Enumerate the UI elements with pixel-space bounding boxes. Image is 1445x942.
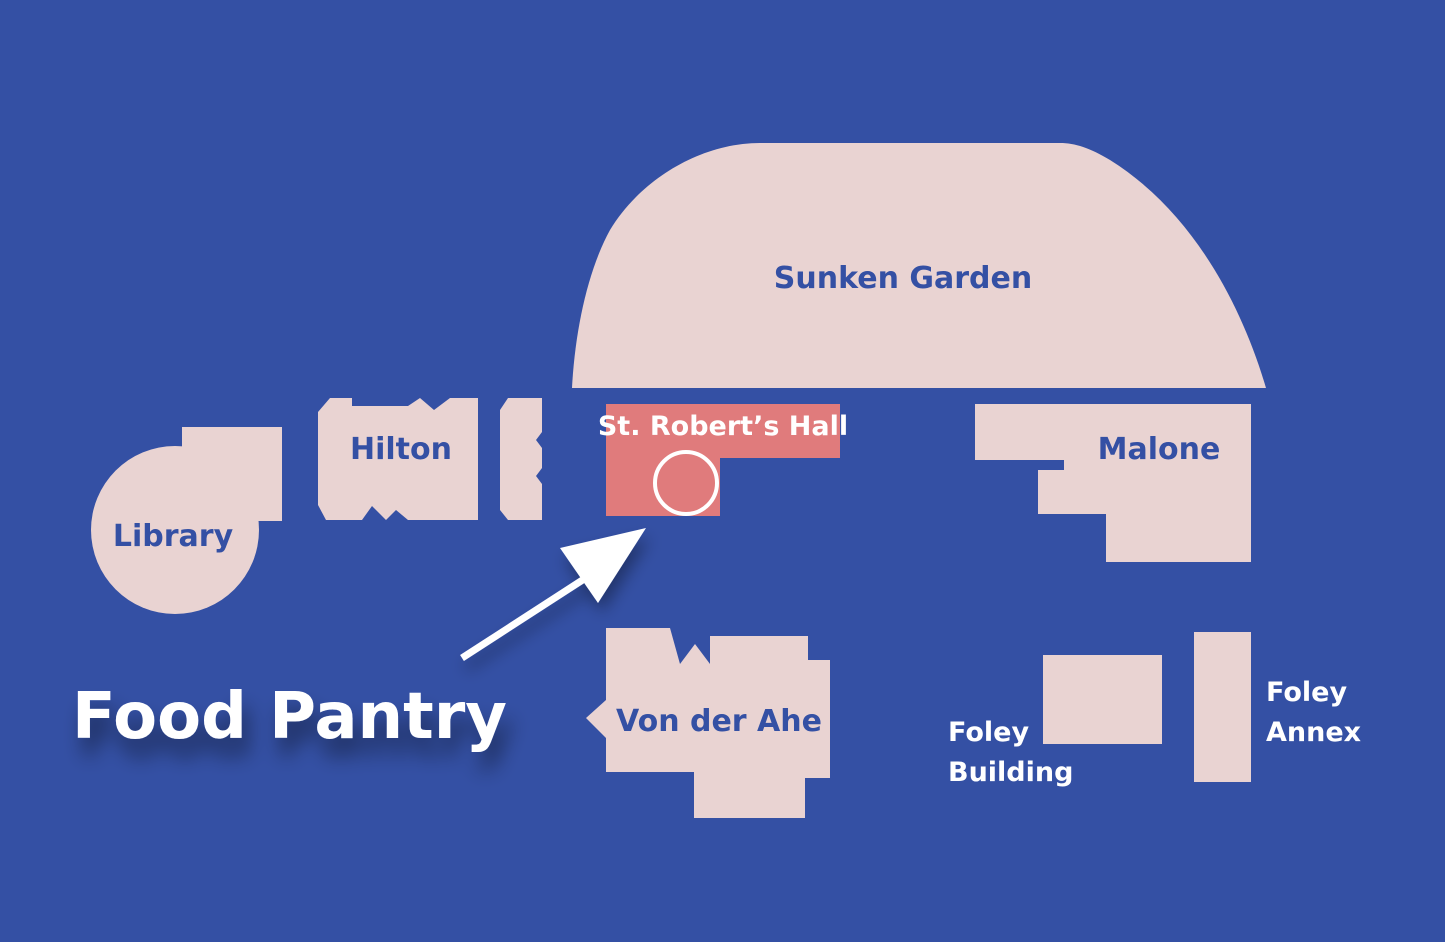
st-roberts-hall-shape[interactable] xyxy=(606,404,840,516)
foley-building-label-line2: Building xyxy=(948,757,1073,788)
circle-marker-icon[interactable] xyxy=(653,450,719,516)
malone-shape[interactable] xyxy=(975,404,1251,562)
sunken-garden-shape[interactable] xyxy=(572,143,1266,388)
foley-annex-shape[interactable] xyxy=(1194,632,1251,782)
malone-label: Malone xyxy=(1098,432,1221,467)
library-shape[interactable] xyxy=(91,427,282,614)
annex-bracket-shape[interactable] xyxy=(500,398,542,520)
foley-annex-label-line1: Foley xyxy=(1266,677,1347,708)
library-label: Library xyxy=(113,519,234,554)
von-der-ahe-shape[interactable] xyxy=(586,628,830,818)
foley-building-label-line1: Foley xyxy=(948,717,1029,748)
foley-building-shape[interactable] xyxy=(1043,655,1162,744)
foley-annex-label-line2: Annex xyxy=(1266,717,1361,748)
arrow-icon xyxy=(460,528,646,661)
hilton-label: Hilton xyxy=(350,432,452,467)
st-roberts-hall-label: St. Robert’s Hall xyxy=(598,411,848,442)
food-pantry-callout: Food Pantry xyxy=(72,680,507,754)
hilton-shape[interactable] xyxy=(318,398,478,520)
von-der-ahe-label: Von der Ahe xyxy=(616,704,822,739)
sunken-garden-label: Sunken Garden xyxy=(774,261,1032,296)
